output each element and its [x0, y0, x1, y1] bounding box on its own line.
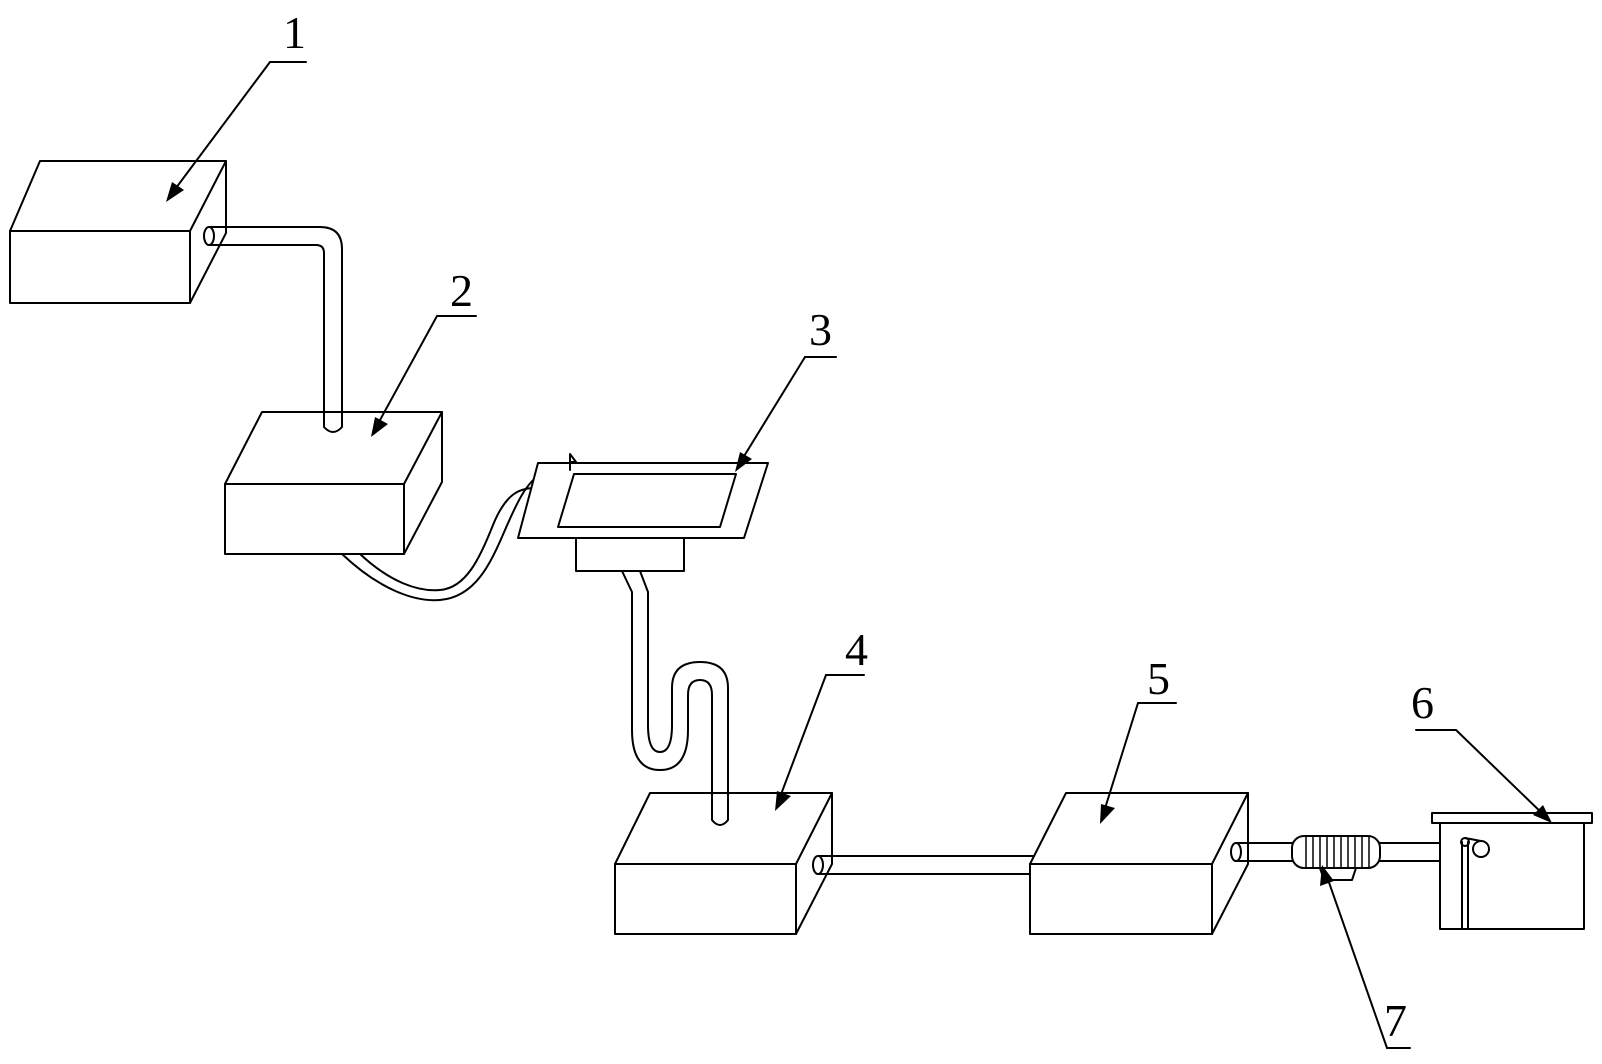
component-5-box [1029, 792, 1249, 935]
component-7-coil [1291, 835, 1381, 881]
label-1: 1 [283, 7, 306, 58]
leader-lines [166, 61, 1552, 1049]
hose-2-to-3 [341, 469, 566, 602]
label-6: 6 [1411, 677, 1434, 728]
label-2: 2 [450, 265, 473, 316]
label-5: 5 [1147, 653, 1170, 704]
component-6-tank [1431, 812, 1593, 930]
component-4-box [614, 792, 833, 935]
pipe-4-to-5 [812, 855, 1041, 875]
labels: 1 2 3 4 5 6 7 [283, 7, 1434, 1046]
label-3: 3 [809, 304, 832, 355]
component-2-box [224, 411, 443, 555]
pipe-5-to-6 [1230, 842, 1441, 862]
component-3-tray [517, 453, 769, 661]
label-4: 4 [845, 624, 868, 675]
pipe-1-to-2 [203, 226, 343, 433]
label-7: 7 [1384, 995, 1407, 1046]
component-1-box [9, 160, 227, 304]
